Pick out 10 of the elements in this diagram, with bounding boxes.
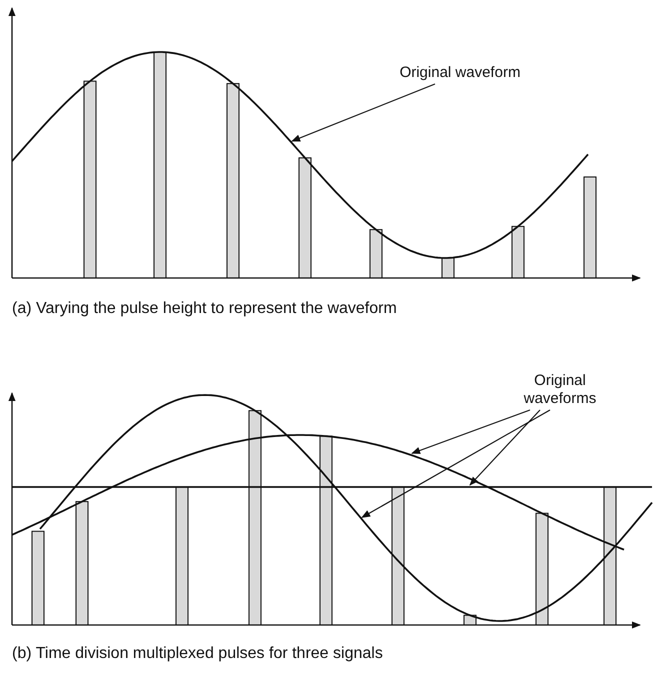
callout-text: Original waveforms [510,372,610,408]
waveform-curve [11,51,589,259]
leader-line [411,409,530,454]
leader-line [361,410,550,518]
panel-caption: (a) Varying the pulse height to represent the waveform [12,300,397,318]
leader-line [291,83,436,142]
panel-caption: (b) Time division multiplexed pulses for three signals [12,645,383,663]
leader-line [469,410,540,486]
waveform-curve [39,394,653,622]
callout-text: Original waveform [380,64,540,82]
